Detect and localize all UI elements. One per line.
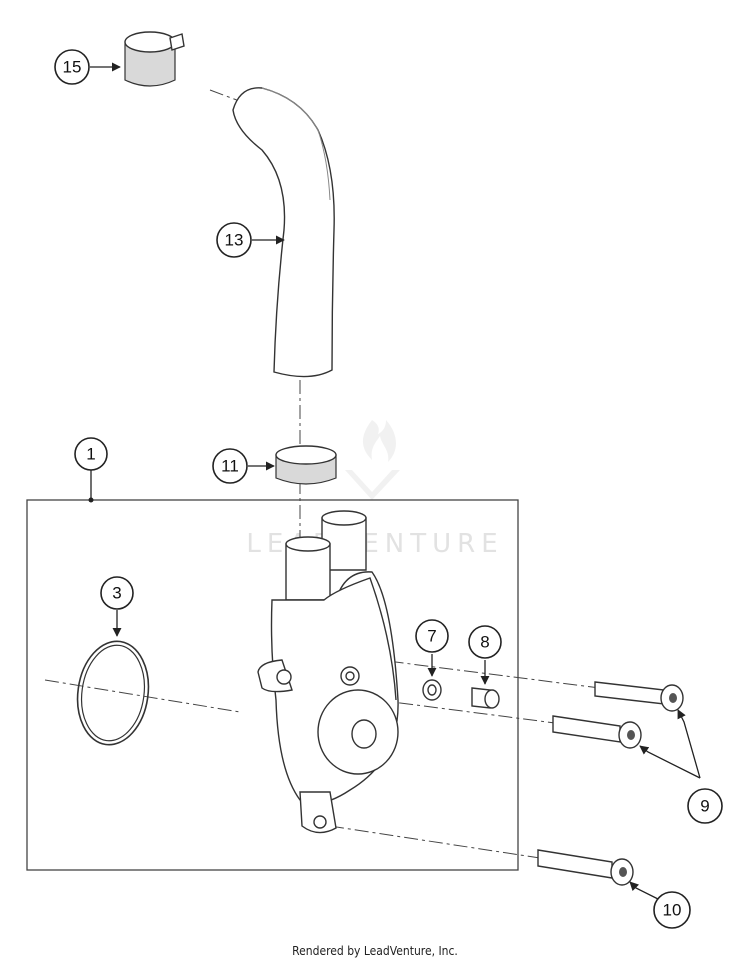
o-ring <box>76 640 150 746</box>
svg-text:11: 11 <box>221 457 239 476</box>
washer <box>422 679 442 701</box>
svg-text:1: 1 <box>86 445 95 464</box>
callout-8: 8 <box>468 625 502 659</box>
leader-10 <box>629 881 661 901</box>
hose-clamp-lower <box>275 445 337 485</box>
water-pump-housing <box>257 510 399 834</box>
bolt-middle <box>552 715 642 749</box>
assembly-frame <box>26 499 519 871</box>
watermark-logo <box>345 420 400 500</box>
screw-plug <box>471 687 500 709</box>
bolt-upper <box>594 681 684 712</box>
callout-10: 10 <box>653 891 691 929</box>
callout-3: 3 <box>100 576 134 610</box>
svg-text:8: 8 <box>480 633 489 652</box>
svg-text:10: 10 <box>663 901 682 920</box>
leader-9a <box>677 709 701 779</box>
coolant-hose <box>232 87 335 378</box>
svg-text:9: 9 <box>700 797 709 816</box>
svg-text:13: 13 <box>225 231 244 250</box>
svg-text:15: 15 <box>63 58 82 77</box>
hose-clamp-top <box>124 31 185 87</box>
bolt-lower <box>537 849 634 886</box>
svg-text:3: 3 <box>112 584 121 603</box>
centerline-bolt-lower <box>329 825 541 859</box>
centerline-oring <box>44 679 241 713</box>
callout-1: 1 <box>74 437 108 471</box>
callout-9: 9 <box>687 788 723 824</box>
callout-13: 13 <box>216 222 252 258</box>
callout-11: 11 <box>212 448 248 484</box>
leader-9b <box>639 745 701 779</box>
callout-15: 15 <box>54 49 90 85</box>
centerline-bolt-middle <box>299 689 556 724</box>
watermark-text: LEADVENTURE <box>246 529 503 559</box>
footer-credit: Rendered by LeadVenture, Inc. <box>292 944 458 958</box>
callout-7: 7 <box>415 619 449 653</box>
leader-1-dot <box>88 497 94 503</box>
svg-text:7: 7 <box>427 627 436 646</box>
